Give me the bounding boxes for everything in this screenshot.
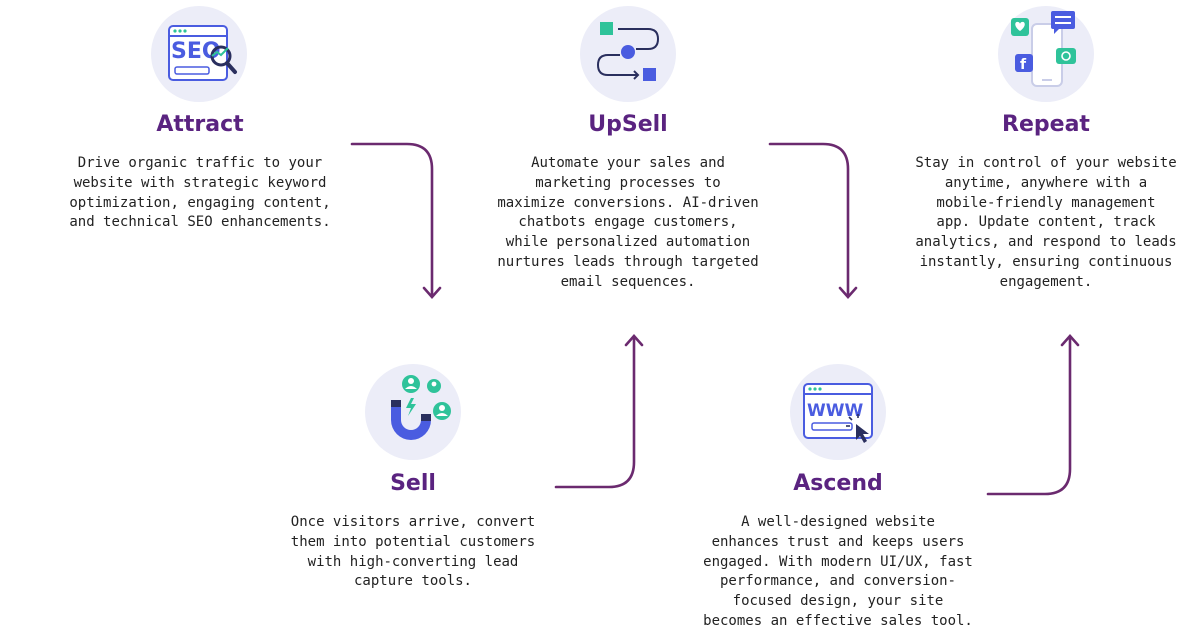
svg-text:f: f (1020, 57, 1027, 73)
arrow-ascend-to-repeat (986, 336, 1072, 496)
step-description-line: while personalized automation (505, 234, 751, 251)
step-description-attract: Drive organic traffic to your website wi… (50, 154, 350, 233)
step-description-line: them into potential customers (290, 533, 536, 550)
step-description-line: instantly, ensuring continuous (919, 253, 1173, 270)
mobile-app-icon: f (998, 6, 1094, 102)
step-description-line: maximize conversions. AI-driven (497, 194, 759, 211)
step-description-line: performance, and conversion- (719, 573, 956, 590)
step-description-line: analytics, and respond to leads (915, 234, 1177, 251)
step-title-repeat: Repeat (1002, 112, 1090, 137)
step-description-line: app. Update content, track (936, 214, 1156, 231)
arrow-sell-to-upsell (554, 336, 636, 489)
step-description-line: email sequences. (560, 273, 696, 290)
step-description-line: engagement. (999, 273, 1093, 290)
step-description-line: A well-designed website (741, 514, 935, 530)
step-description-line: optimization, engaging content, (69, 194, 331, 211)
step-description-line: website with strategic keyword (73, 174, 327, 191)
step-description-sell: Once visitors arrive, convert them into … (263, 513, 563, 592)
arrow-sell-to-upsell-head (624, 334, 644, 347)
seo-icon: SEO (151, 6, 247, 102)
step-description-line: Once visitors arrive, convert (290, 514, 536, 530)
step-description-line: and technical SEO enhancements. (69, 214, 331, 231)
step-description-line: Drive organic traffic to your (77, 155, 323, 171)
step-description-line: with high-converting lead (307, 553, 519, 570)
step-description-line: Stay in control of your website (915, 155, 1177, 171)
step-title-ascend: Ascend (793, 471, 883, 496)
step-description-line: capture tools. (353, 573, 472, 590)
step-description-upsell: Automate your sales and marketing proces… (478, 154, 778, 293)
arrow-attract-to-sell-head (422, 286, 442, 299)
step-description-line: marketing processes to (535, 174, 721, 191)
arrow-attract-to-sell (350, 142, 434, 298)
magnet-icon (365, 364, 461, 460)
step-description-repeat: Stay in control of your website anytime,… (896, 154, 1196, 293)
step-description-ascend: A well-designed website enhances trust a… (688, 513, 988, 632)
step-title-sell: Sell (390, 471, 436, 496)
step-description-line: chatbots engage customers, (518, 214, 738, 231)
step-description-line: nurtures leads through targeted (497, 253, 759, 270)
step-description-line: engaged. With modern UI/UX, fast (703, 553, 973, 570)
step-description-line: mobile-friendly management (936, 194, 1156, 211)
step-description-line: Automate your sales and (531, 155, 725, 171)
arrow-upsell-to-ascend (768, 142, 850, 298)
step-description-line: focused design, your site (732, 593, 944, 610)
step-description-line: becomes an effective sales tool. (703, 612, 973, 629)
automation-flow-icon (580, 6, 676, 102)
svg-text:WWW: WWW (807, 401, 864, 421)
step-title-upsell: UpSell (588, 112, 668, 137)
arrow-ascend-to-repeat-head (1060, 334, 1080, 347)
arrow-upsell-to-ascend-head (838, 286, 858, 299)
step-description-line: anytime, anywhere with a (944, 174, 1148, 191)
step-title-attract: Attract (156, 112, 244, 137)
website-www-icon: WWW (790, 364, 886, 460)
step-description-line: enhances trust and keeps users (711, 533, 965, 550)
